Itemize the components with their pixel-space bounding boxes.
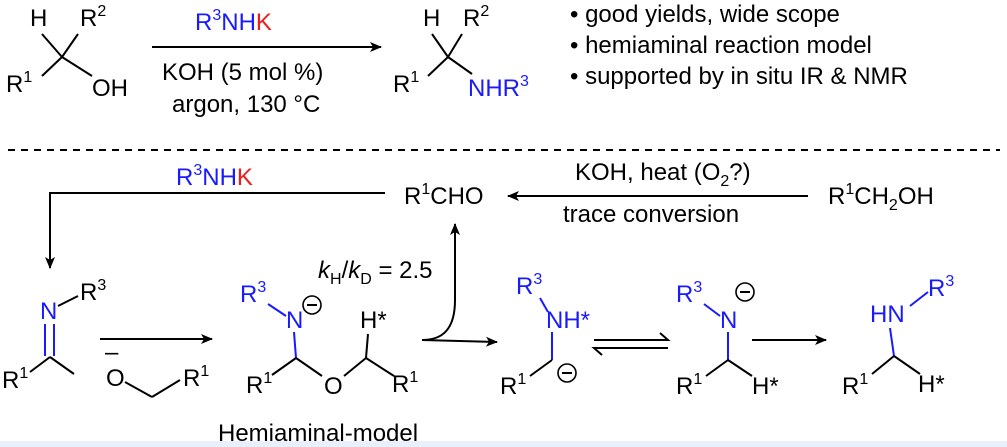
hemi-r3: R3: [240, 279, 266, 308]
amide-n: N: [720, 307, 737, 334]
amide-h: H*: [752, 373, 779, 400]
alkoxide-minus: –: [105, 339, 119, 366]
bond: [703, 303, 721, 317]
product-amine: H R2 R1 NHR3: [393, 3, 529, 102]
sm-r2: R2: [80, 3, 106, 32]
carb-nh: NH*: [546, 307, 590, 334]
top-reaction-arrow: R3NHK KOH (5 mol %) argon, 130 °C: [152, 7, 382, 118]
bond: [295, 357, 323, 377]
prod-h: H: [423, 5, 440, 32]
hydride-transfer-arrow: [421, 336, 498, 347]
imine-r3: R3: [80, 277, 106, 306]
bullet-3: • supported by in situ IR & NMR: [570, 63, 908, 90]
negative-charge-icon: [302, 295, 322, 315]
bond: [889, 327, 895, 357]
negative-charge-icon: [735, 282, 755, 302]
alkoxide: – O R1: [105, 339, 209, 398]
bond: [365, 333, 369, 359]
carb-r3: R3: [516, 271, 542, 300]
forward-half-arrow: [594, 332, 671, 341]
reverse-half-arrow: [591, 347, 668, 356]
final-r1: R1: [842, 371, 868, 400]
top-condition-1: KOH (5 mol %): [162, 59, 323, 86]
carb-r1: R1: [500, 371, 526, 400]
amide-r3: R3: [676, 279, 702, 308]
imine-n: N: [40, 298, 57, 325]
bond: [124, 381, 153, 398]
amide-intermediate: R3 N R1 H*: [676, 279, 779, 400]
bullet-1: • good yields, wide scope: [570, 1, 840, 28]
condensation-arrow: [45, 192, 385, 269]
final-r3: R3: [928, 273, 954, 302]
bond: [893, 355, 921, 375]
hemi-n: N: [286, 307, 303, 334]
amide-r1: R1: [676, 371, 702, 400]
top-reagent: R3NHK: [195, 7, 272, 36]
hemi-r1a: R1: [246, 370, 272, 399]
bond: [57, 295, 79, 307]
final-hn: HN: [870, 301, 905, 328]
sm-oh: OH: [92, 75, 128, 102]
alkoxide-o: O: [106, 365, 125, 392]
sm-h: H: [30, 5, 47, 32]
bond: [447, 56, 473, 75]
bond: [29, 356, 51, 373]
bottom-strip: [0, 441, 1007, 447]
bond: [61, 56, 93, 77]
bond: [365, 357, 395, 377]
bullet-2: • hemiaminal reaction model: [570, 32, 872, 59]
highlights-list: • good yields, wide scope • hemiaminal r…: [570, 1, 908, 90]
bond: [293, 331, 297, 359]
prod-r2: R2: [463, 3, 489, 32]
kie-label: kH/kD = 2.5: [318, 257, 433, 288]
bond: [271, 357, 297, 376]
top-condition-2: argon, 130 °C: [172, 91, 320, 118]
bond: [343, 357, 367, 377]
hemi-r1b: R1: [392, 369, 418, 398]
bond: [49, 356, 75, 375]
bond: [447, 33, 463, 58]
aldehyde: R1CHO: [404, 181, 484, 210]
bond: [871, 355, 895, 375]
equilibrium-arrows: [591, 332, 671, 356]
bond: [705, 359, 729, 377]
bond: [529, 359, 553, 377]
prod-r1: R1: [393, 69, 419, 98]
primary-alcohol: R1CH2OH: [828, 181, 934, 214]
bond: [727, 359, 753, 377]
mech-reagent: R3NHK: [176, 162, 253, 191]
imine-r1: R1: [2, 365, 28, 394]
bond: [41, 33, 63, 58]
hemi-o: O: [324, 373, 343, 400]
bond: [431, 33, 449, 58]
carbanion-intermediate: R3 NH* R1: [500, 271, 590, 400]
sm-r1: R1: [6, 69, 32, 98]
bond: [909, 291, 929, 307]
bond: [151, 379, 181, 398]
oxidation-condition-1: KOH, heat (O2?): [575, 159, 751, 190]
oxidation-condition-2: trace conversion: [563, 201, 739, 228]
negative-charge-icon: [557, 363, 577, 383]
starting-alcohol: H R2 R1 OH: [6, 3, 128, 102]
alkoxide-r1: R1: [183, 363, 209, 392]
hemiaminal-intermediate: R3 N R1 O H* R1 Hemiaminal-model: [218, 279, 418, 447]
bond: [267, 303, 287, 317]
bond: [427, 56, 449, 77]
hemi-h: H*: [360, 307, 387, 334]
prod-nhr3: NHR3: [468, 73, 529, 102]
bond: [61, 33, 79, 58]
final-amine: HN R3 R1 H*: [842, 273, 954, 400]
bond: [41, 56, 63, 77]
oxidation-step: KOH, heat (O2?) trace conversion: [507, 159, 808, 228]
final-h: H*: [918, 371, 945, 398]
bond: [539, 297, 549, 313]
imine: N R3 R1: [2, 277, 106, 394]
